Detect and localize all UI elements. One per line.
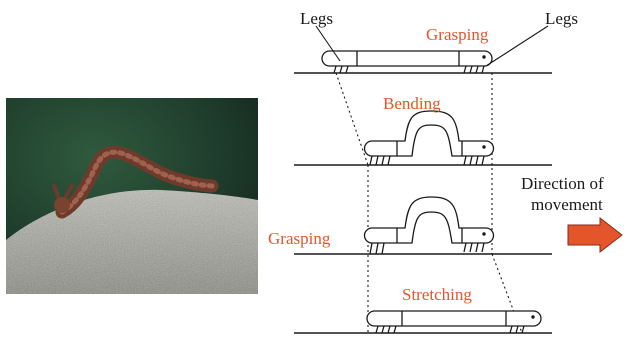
legs-label-left: Legs <box>300 9 333 28</box>
right-arrow-icon <box>568 218 622 252</box>
legs-label-right: Legs <box>545 9 578 28</box>
bending-label: Bending <box>383 94 441 113</box>
legs-right-leader <box>486 26 548 66</box>
grasping-label-left: Grasping <box>268 229 331 248</box>
worm-stage-reaching <box>365 197 494 254</box>
inchworm-photo <box>6 98 258 294</box>
stretching-label: Stretching <box>402 285 472 304</box>
worm-stage-stretched-top <box>322 51 492 73</box>
direction-label-line2: movement <box>531 195 603 214</box>
worm-stage-stretched-bottom <box>367 311 541 333</box>
direction-label-line1: Direction of <box>521 174 604 193</box>
worm-stage-bending <box>365 111 494 165</box>
grasping-label-top: Grasping <box>426 25 489 44</box>
